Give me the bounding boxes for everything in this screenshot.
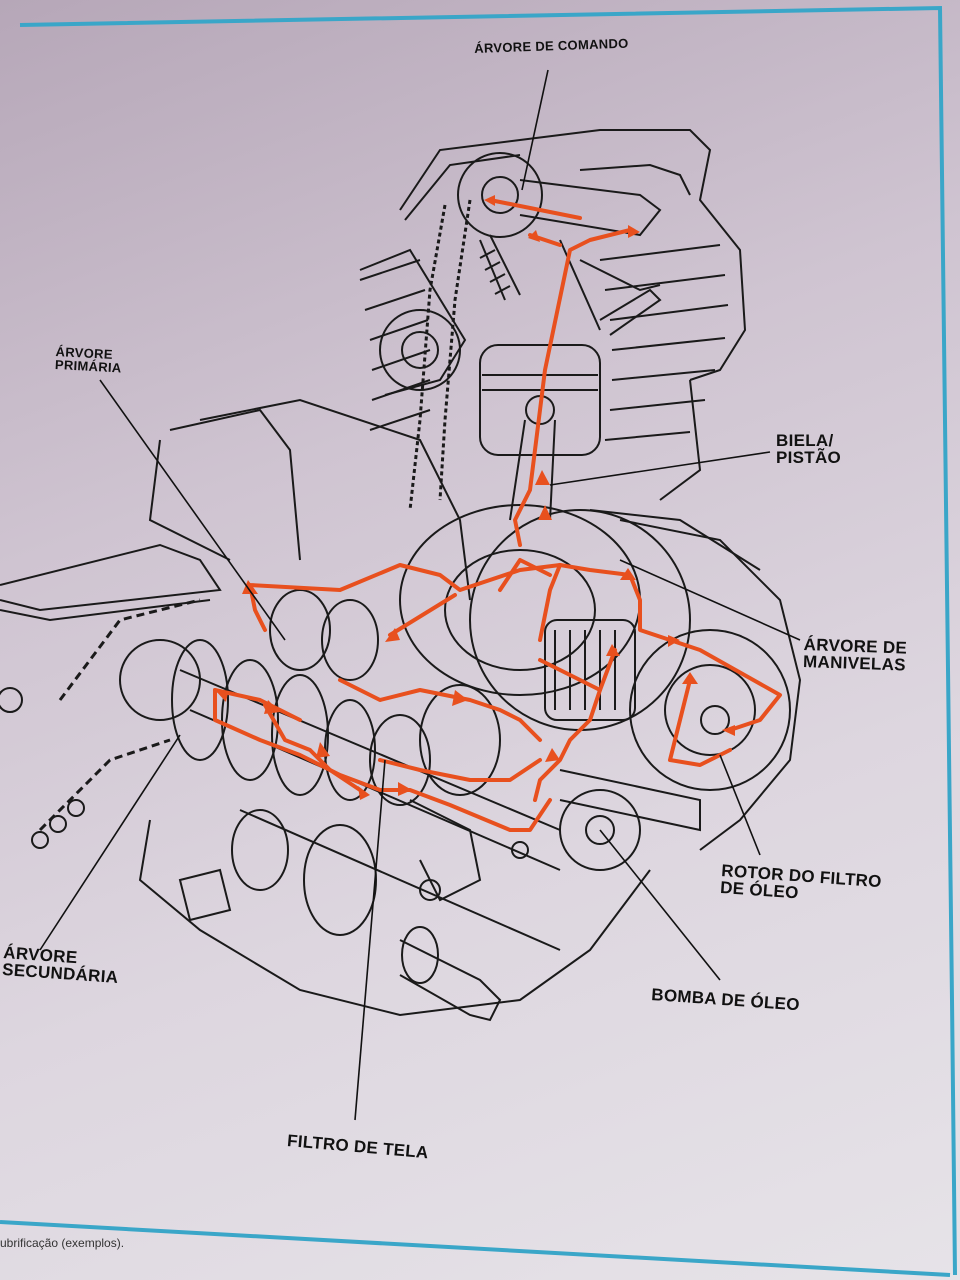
leader-conrod-piston bbox=[549, 451, 771, 486]
oil-flow-arrows bbox=[215, 195, 735, 800]
page-border bbox=[0, 5, 957, 1277]
label-secondary-shaft: ÁRVORE SECUNDÁRIA bbox=[1, 943, 119, 988]
leader-oil-pump bbox=[599, 829, 721, 981]
leader-oil-filter-rotor bbox=[719, 754, 761, 856]
leader-camshaft bbox=[521, 69, 549, 191]
leader-crankshaft bbox=[619, 559, 801, 641]
label-primary-shaft: ÁRVORE PRIMÁRIA bbox=[54, 344, 122, 376]
leader-primary-shaft bbox=[99, 379, 286, 641]
leader-screen-filter bbox=[354, 759, 386, 1121]
leader-lines bbox=[39, 69, 801, 1121]
label-crankshaft: ÁRVORE DE MANIVELAS bbox=[802, 635, 908, 675]
leader-secondary-shaft bbox=[39, 734, 181, 951]
oil-flow-paths bbox=[213, 198, 782, 832]
figure-caption: ubrificação (exemplos). bbox=[0, 1236, 125, 1250]
engine-line-art bbox=[0, 129, 802, 1022]
label-conrod-piston: BIELA/ PISTÃO bbox=[776, 431, 842, 467]
